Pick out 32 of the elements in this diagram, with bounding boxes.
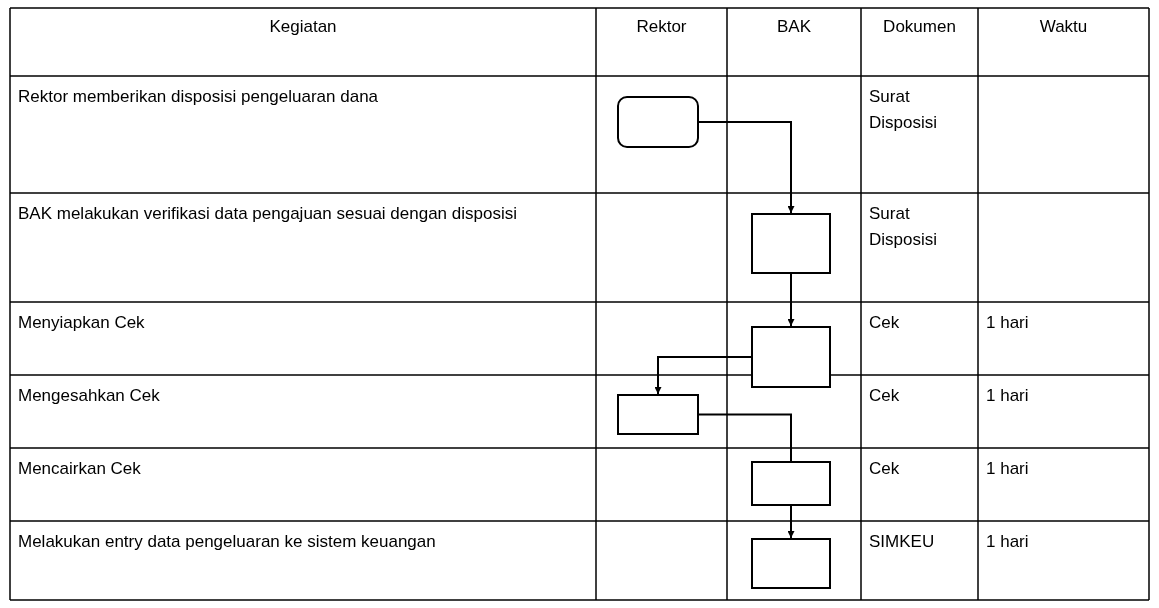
activity-text: Mengesahkan Cek	[18, 385, 161, 407]
process-box	[751, 326, 831, 388]
duration-text: 1 hari	[986, 458, 1030, 480]
arrow	[698, 121, 795, 214]
activity-text: Melakukan entry data pengeluaran ke sistem keuangan	[18, 531, 437, 553]
column-header: Waktu	[1038, 16, 1089, 38]
duration-text: 1 hari	[986, 385, 1030, 407]
activity-text: BAK melakukan verifikasi data pengajuan sesuai dengan disposisi	[18, 203, 518, 225]
activity-text: Rektor memberikan disposisi pengeluaran dana	[18, 86, 380, 108]
duration-text: 1 hari	[986, 531, 1030, 553]
connector-line	[698, 413, 792, 462]
arrow	[787, 505, 795, 539]
duration-text: 1 hari	[986, 312, 1030, 334]
arrow	[787, 273, 795, 327]
process-box	[751, 213, 831, 274]
document-text: Surat Disposisi	[869, 203, 939, 251]
column-header: Dokumen	[882, 16, 957, 38]
document-text: Cek	[869, 312, 901, 334]
process-box	[751, 538, 831, 589]
document-text: Surat Disposisi	[869, 86, 939, 134]
column-header: Kegiatan	[268, 16, 338, 38]
column-header: BAK	[776, 16, 812, 38]
document-text: SIMKEU	[869, 531, 936, 553]
document-text: Cek	[869, 458, 901, 480]
activity-text: Menyiapkan Cek	[18, 312, 146, 334]
arrow	[654, 356, 752, 395]
document-text: Cek	[869, 385, 901, 407]
activity-text: Mencairkan Cek	[18, 458, 142, 480]
process-box	[751, 461, 831, 506]
process-box	[617, 394, 699, 435]
start-box	[617, 96, 699, 148]
column-header: Rektor	[635, 16, 688, 38]
